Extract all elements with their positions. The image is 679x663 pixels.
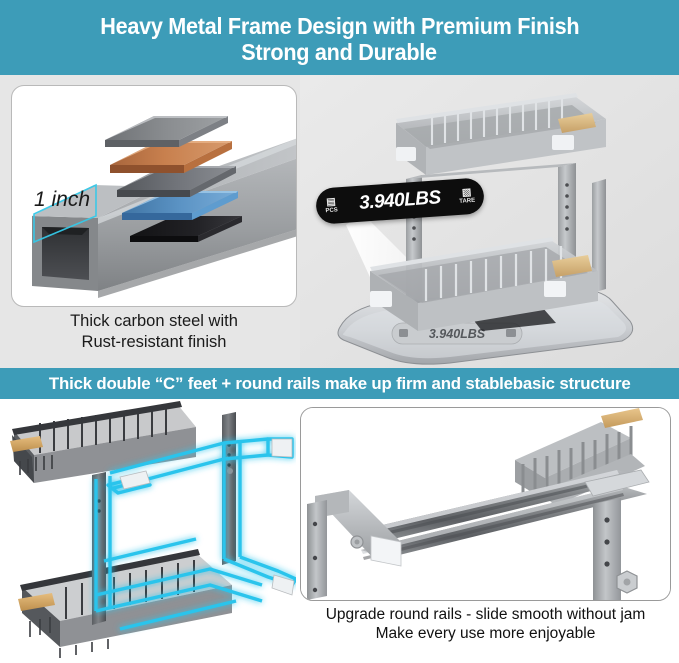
mid-banner-text: Thick double “C” feet + round rails make…	[48, 373, 631, 393]
rails-caption-line2: Make every use more enjoyable	[375, 625, 596, 643]
foot-cap-top-right	[271, 438, 293, 458]
round-rails-panel	[300, 407, 671, 601]
left-post	[307, 500, 327, 600]
rails-panel-caption: Upgrade round rails - slide smooth witho…	[300, 605, 671, 643]
layer-black	[130, 216, 242, 242]
upper-basket-wood-handle	[558, 113, 596, 133]
layer-copper	[110, 141, 232, 173]
lower-section: Upgrade round rails - slide smooth witho…	[0, 399, 679, 663]
upper-wood-handle	[10, 436, 43, 452]
tare-icon: ▧TARE	[459, 186, 476, 205]
c-feet-structure-panel	[0, 399, 296, 663]
lower-wood-handle	[18, 593, 55, 611]
basket-wood-edge	[601, 408, 643, 428]
upper-section: 1 inch Thick carbon steel with Rust-resi…	[0, 75, 679, 368]
dimension-bracket	[33, 183, 97, 244]
dimension-label: 1 inch	[34, 188, 90, 211]
header-title-line1: Heavy Metal Frame Design with Premium Fi…	[100, 12, 579, 39]
round-rails	[353, 470, 647, 560]
layer-blue	[122, 191, 238, 220]
upper-dark-basket	[10, 401, 196, 483]
steel-caption-line1: Thick carbon steel with	[70, 312, 238, 330]
upper-basket	[396, 93, 606, 175]
exploded-coating-diagram: 1 inch	[32, 116, 296, 298]
rack-on-scale-illustration: 3.940LBS	[300, 75, 679, 368]
lower-basket	[370, 237, 598, 331]
mid-banner: Thick double “C” feet + round rails make…	[0, 368, 679, 399]
bracket-cap	[119, 470, 151, 490]
steel-panel-caption: Thick carbon steel with Rust-resistant f…	[11, 311, 297, 353]
arm-white-cap	[370, 535, 402, 567]
pcs-icon: ▤PCS	[325, 196, 339, 215]
right-rail-bracket	[584, 469, 650, 497]
round-rails-illustration	[301, 408, 670, 600]
steel-caption-line2: Rust-resistant finish	[81, 333, 227, 352]
foot-cap-bottom-right	[271, 574, 295, 596]
scale-display-value: 3.940LBS	[429, 327, 486, 341]
header-title-line2: Strong and Durable	[241, 38, 438, 65]
lower-basket-wood-handle	[552, 255, 592, 277]
header-banner: Heavy Metal Frame Design with Premium Fi…	[0, 0, 679, 75]
rails-caption-line1: Upgrade round rails - slide smooth witho…	[325, 606, 646, 623]
layer-steel-top	[105, 116, 228, 147]
c-feet-wireframe-illustration	[0, 399, 296, 663]
product-scale-panel: 3.940LBS	[300, 75, 679, 368]
right-post	[593, 498, 638, 600]
weight-value: 3.940LBS	[358, 187, 442, 214]
layer-steel-mid	[117, 166, 236, 197]
steel-construction-panel: 1 inch	[11, 85, 297, 307]
